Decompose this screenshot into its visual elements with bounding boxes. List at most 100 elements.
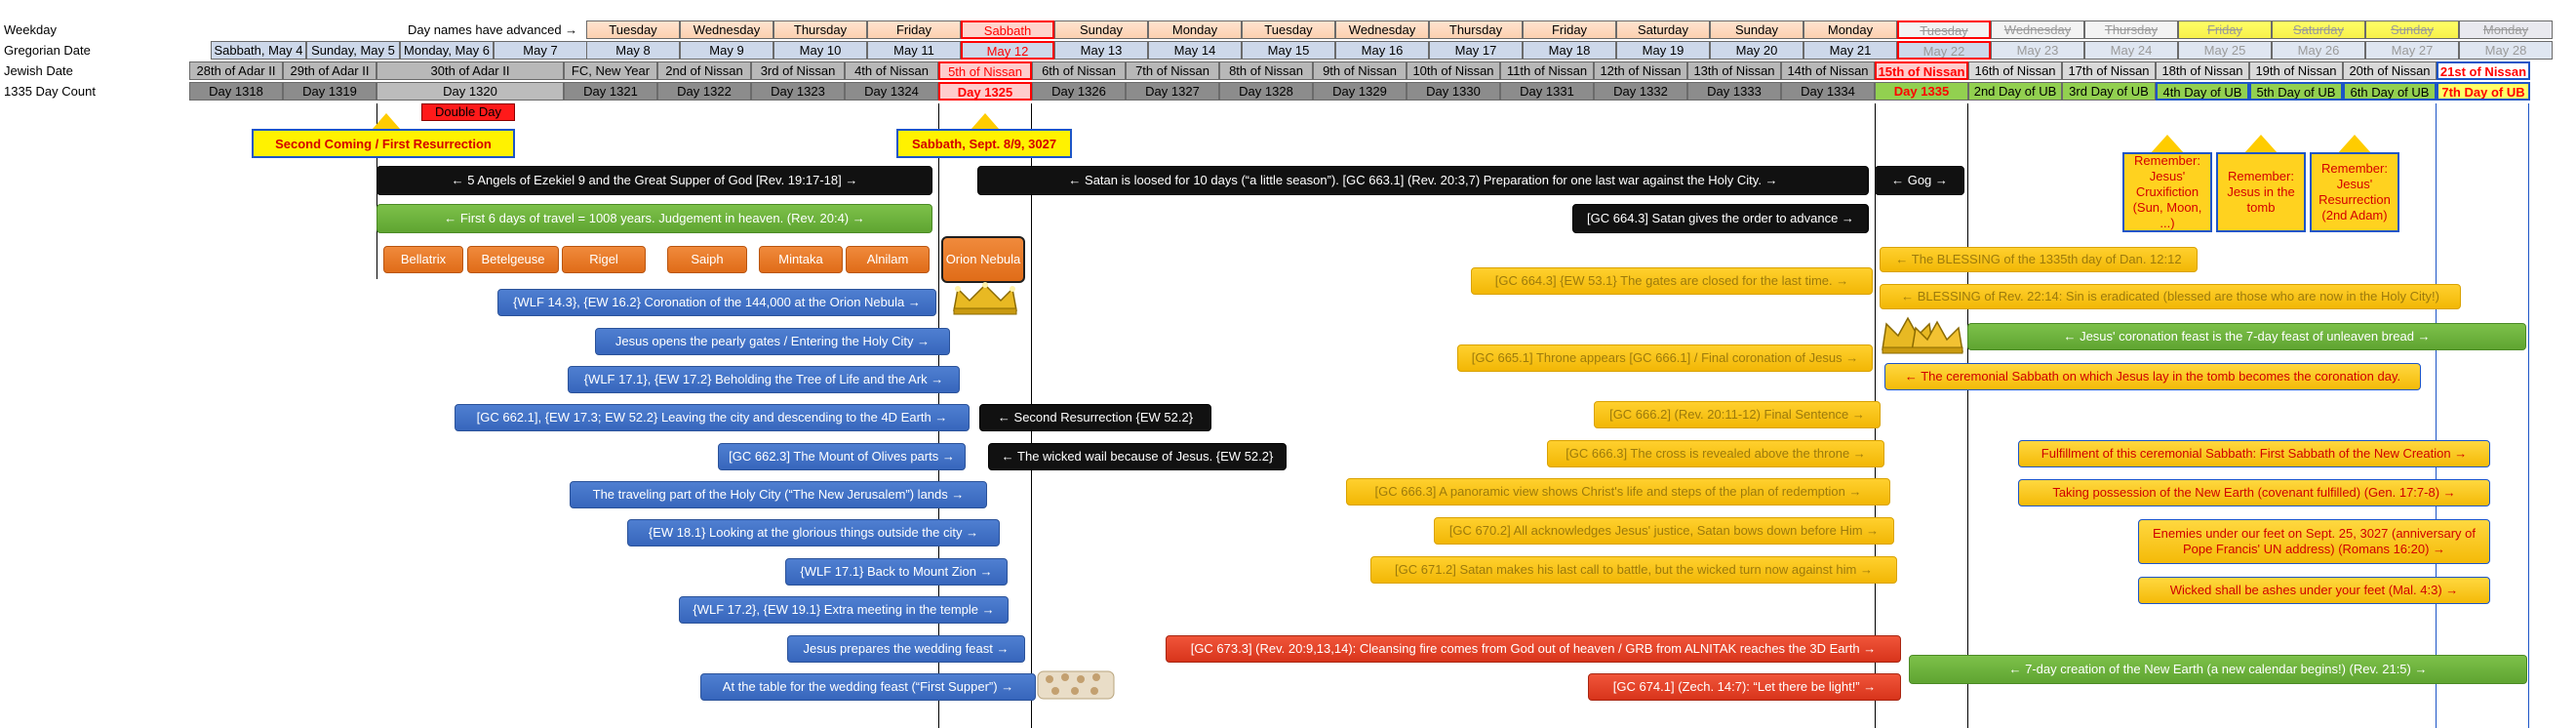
weekday-row-label: Weekday (4, 22, 57, 37)
divider-line (2436, 103, 2437, 728)
day-count-cell: 2nd Day of UB (1968, 82, 2062, 101)
star-box: Betelgeuse (467, 246, 559, 273)
jewish-date-cell: 3rd of Nissan (751, 61, 845, 80)
day-count-cell: Day 1319 (283, 82, 376, 101)
jewish-date-cell: 12th of Nissan (1594, 61, 1687, 80)
double-day-badge: Double Day (421, 103, 515, 121)
day-count-cell: Day 1324 (845, 82, 938, 101)
gregorian-cell: May 26 (2272, 41, 2365, 60)
second-resurrection-bar: ← Second Resurrection {EW 52.2} (979, 404, 1211, 431)
weekday-cell: Tuesday (1897, 20, 1991, 39)
day-count-cell: 6th Day of UB (2343, 82, 2437, 101)
jewish-date-cell: 11th of Nissan (1500, 61, 1594, 80)
jewish-date-cell: 4th of Nissan (845, 61, 938, 80)
gates-closed-bar: [GC 664.3] {EW 53.1} The gates are close… (1471, 267, 1873, 295)
gog-bar: ← Gog → (1875, 166, 1964, 195)
jewish-date-cell: 9th of Nissan (1313, 61, 1407, 80)
day-count-cell: 7th Day of UB (2437, 82, 2530, 101)
let-there-be-light-bar: [GC 674.1] (Zech. 14:7): “Let there be l… (1588, 673, 1901, 701)
arrow-up-icon (2337, 135, 2372, 154)
weekday-cell: Sunday (1054, 20, 1148, 39)
jewish-date-cell: 29th of Adar II (283, 61, 376, 80)
day-count-cell: Day 1323 (751, 82, 845, 101)
pearly-gates-bar: Jesus opens the pearly gates / Entering … (595, 328, 950, 355)
jewish-date-cell: 10th of Nissan (1407, 61, 1500, 80)
day-count-cell: Day 1318 (189, 82, 283, 101)
weekday-cell: Monday (1148, 20, 1242, 39)
gregorian-cell: May 17 (1429, 41, 1523, 60)
jewish-date-cell: 30th of Adar II (376, 61, 564, 80)
traveling-city-bar: The traveling part of the Holy City (“Th… (570, 481, 987, 508)
gregorian-cell: May 27 (2365, 41, 2459, 60)
weekday-cell: Sabbath (961, 20, 1054, 39)
jewish-date-cell: 19th of Nissan (2249, 61, 2343, 80)
gregorian-cell: May 20 (1710, 41, 1803, 60)
wicked-wail-bar: ← The wicked wail because of Jesus. {EW … (988, 443, 1287, 470)
arrow-up-icon (2243, 135, 2279, 154)
day-count-cell: Day 1328 (1219, 82, 1313, 101)
jewish-date-cell: 14th of Nissan (1781, 61, 1875, 80)
weekday-cell: Friday (2178, 20, 2272, 39)
gregorian-cell: May 28 (2459, 41, 2553, 60)
satan-loosed-bar: ← Satan is loosed for 10 days (“a little… (977, 166, 1869, 195)
crowns-icon (1882, 316, 1963, 354)
glorious-things-bar: {EW 18.1} Looking at the glorious things… (627, 519, 1000, 546)
day-count-cell: 5th Day of UB (2249, 82, 2343, 101)
day-count-cell: Day 1329 (1313, 82, 1407, 101)
jewish-date-cell: 17th of Nissan (2062, 61, 2156, 80)
blessing-rev-bar: ← BLESSING of Rev. 22:14: Sin is eradica… (1880, 284, 2461, 309)
temple-meeting-bar: {WLF 17.2}, {EW 19.1} Extra meeting in t… (679, 596, 1009, 624)
weekday-cell: Wednesday (1335, 20, 1429, 39)
weekday-cell: Tuesday (586, 20, 680, 39)
angels-bar: ← 5 Angels of Ezekiel 9 and the Great Su… (376, 166, 932, 195)
weekday-cell: Saturday (1616, 20, 1710, 39)
gregorian-cell: May 7 (494, 41, 587, 60)
crown-icon (953, 282, 1017, 315)
arrow-up-icon (373, 113, 400, 129)
day-count-cell: Day 1330 (1407, 82, 1500, 101)
jewish-date-cell: 13th of Nissan (1687, 61, 1781, 80)
jewish-date-cell: 21st of Nissan (2437, 61, 2530, 80)
jewish-date-cell: 7th of Nissan (1126, 61, 1219, 80)
panoramic-view-bar: [GC 666.3] A panoramic view shows Christ… (1346, 478, 1890, 506)
weekday-cell: Thursday (2084, 20, 2178, 39)
divider-line (1967, 103, 1968, 728)
gregorian-cell: May 19 (1616, 41, 1710, 60)
remember-resurrection-callout: Remember: Jesus' Resurrection (2nd Adam) (2310, 152, 2399, 232)
wedding-prep-bar: Jesus prepares the wedding feast → (787, 635, 1025, 663)
sabbath-callout: Sabbath, Sept. 8/9, 3027 (896, 129, 1072, 158)
jewish-date-cell: FC, New Year (564, 61, 657, 80)
weekday-cell: Monday (1803, 20, 1897, 39)
jewish-date-cell: 2nd of Nissan (657, 61, 751, 80)
jewish-date-cell: 18th of Nissan (2156, 61, 2249, 80)
jewish-row-label: Jewish Date (4, 63, 73, 78)
gregorian-cell: May 22 (1897, 41, 1991, 60)
jewish-date-cell: 6th of Nissan (1032, 61, 1126, 80)
jewish-date-cell: 8th of Nissan (1219, 61, 1313, 80)
day-count-cell: Day 1321 (564, 82, 657, 101)
leaving-city-bar: [GC 662.1], {EW 17.3; EW 52.2} Leaving t… (455, 404, 970, 431)
last-call-bar: [GC 671.2] Satan makes his last call to … (1370, 556, 1897, 584)
jewish-date-cell: 20th of Nissan (2343, 61, 2437, 80)
weekday-cell: Saturday (2272, 20, 2365, 39)
weekday-cell: Monday (2459, 20, 2553, 39)
weekday-cell: Wednesday (680, 20, 773, 39)
gregorian-cell: May 12 (961, 41, 1054, 60)
final-sentence-bar: [GC 666.2] (Rev. 20:11-12) Final Sentenc… (1594, 401, 1881, 428)
jewish-date-cell: 16th of Nissan (1968, 61, 2062, 80)
throne-appears-bar: [GC 665.1] Throne appears [GC 666.1] / F… (1457, 344, 1873, 372)
coronation-144000-bar: {WLF 14.3}, {EW 16.2} Coronation of the … (497, 289, 936, 316)
acknowledges-bar: [GC 670.2] All acknowledges Jesus' justi… (1434, 517, 1894, 545)
gregorian-cell: May 21 (1803, 41, 1897, 60)
gregorian-cell: May 8 (586, 41, 680, 60)
day-count-cell: Day 1322 (657, 82, 751, 101)
first-six-days-bar: ← First 6 days of travel = 1008 years. J… (376, 204, 932, 233)
gregorian-cell: Sabbath, May 4 (211, 41, 306, 60)
gregorian-cell: May 25 (2178, 41, 2272, 60)
day-count-cell: Day 1334 (1781, 82, 1875, 101)
weekday-cell: Friday (1523, 20, 1616, 39)
weekday-cell: Sunday (1710, 20, 1803, 39)
ceremonial-sabbath-bar: ← The ceremonial Sabbath on which Jesus … (1884, 363, 2421, 390)
tree-of-life-bar: {WLF 17.1}, {EW 17.2} Beholding the Tree… (568, 366, 960, 393)
satan-orders-bar: [GC 664.3] Satan gives the order to adva… (1572, 204, 1869, 233)
